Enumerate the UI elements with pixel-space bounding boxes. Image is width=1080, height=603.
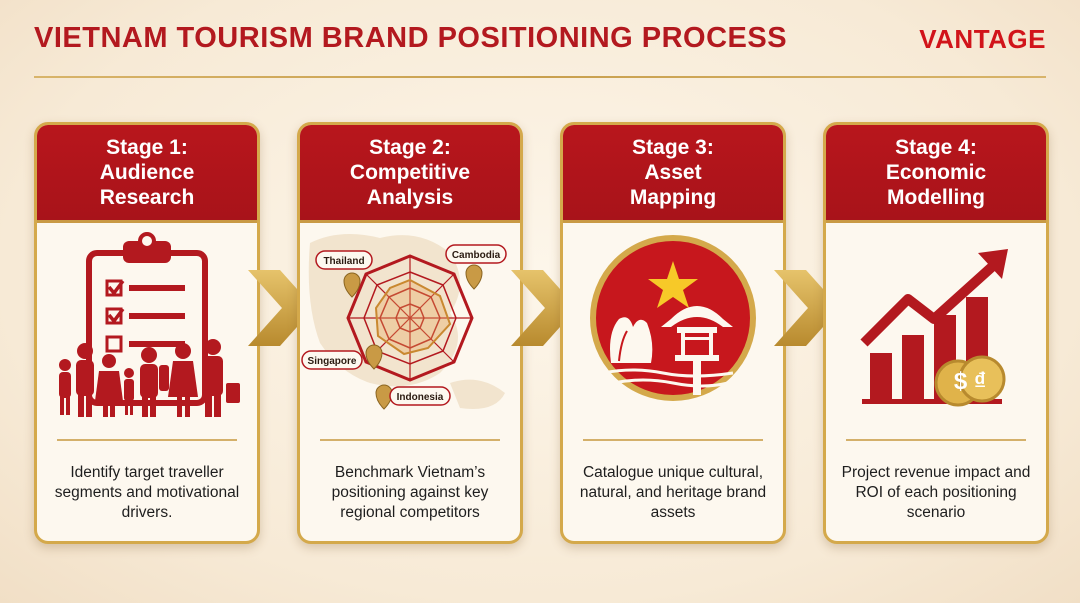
currency-symbols: $ ₫ bbox=[954, 368, 986, 395]
stage-card-4: Stage 4: Economic Modelling $ ₫ Project … bbox=[823, 122, 1049, 544]
page-title: VIETNAM TOURISM BRAND POSITIONING PROCES… bbox=[34, 22, 788, 54]
stage-title: Stage 1: Audience Research bbox=[99, 136, 195, 209]
card-divider bbox=[846, 439, 1026, 441]
stage-card-1: Stage 1: Audience Research bbox=[34, 122, 260, 544]
growth-chart-icon: $ ₫ bbox=[826, 223, 1046, 433]
stage-card-2: Stage 2: Competitive Analysis bbox=[297, 122, 523, 544]
stage-card-3: Stage 3: Asset Mapping Catalogue unique … bbox=[560, 122, 786, 544]
stage-description: Project revenue impact and ROI of each p… bbox=[841, 464, 1031, 521]
card-divider bbox=[320, 439, 500, 441]
map-label: Singapore bbox=[308, 356, 357, 367]
stage-header: Stage 1: Audience Research bbox=[37, 125, 257, 223]
stage-title: Stage 4: Economic Modelling bbox=[885, 136, 987, 209]
stage-header: Stage 2: Competitive Analysis bbox=[300, 125, 520, 223]
header-divider bbox=[34, 76, 1046, 78]
map-label: Indonesia bbox=[397, 392, 444, 403]
stage-title: Stage 3: Asset Mapping bbox=[629, 136, 717, 209]
stage-header: Stage 3: Asset Mapping bbox=[563, 125, 783, 223]
brand-logo: VANTAGE bbox=[919, 24, 1046, 54]
card-divider bbox=[583, 439, 763, 441]
stage-description: Catalogue unique cultural, natural, and … bbox=[579, 464, 767, 521]
card-divider bbox=[57, 439, 237, 441]
map-label: Thailand bbox=[323, 256, 364, 267]
stage-description: Identify target traveller segments and m… bbox=[54, 464, 240, 521]
stage-title: Stage 2: Competitive Analysis bbox=[349, 136, 471, 209]
header: VIETNAM TOURISM BRAND POSITIONING PROCES… bbox=[0, 0, 1080, 80]
map-label: Cambodia bbox=[452, 250, 501, 261]
radar-map-icon: Thailand Cambodia Singapore Indonesia bbox=[300, 223, 520, 433]
stage-description: Benchmark Vietnam’s positioning against … bbox=[331, 464, 489, 521]
vietnam-landmark-icon bbox=[563, 223, 783, 433]
stage-header: Stage 4: Economic Modelling bbox=[826, 125, 1046, 223]
clipboard-travellers-icon bbox=[37, 223, 257, 433]
